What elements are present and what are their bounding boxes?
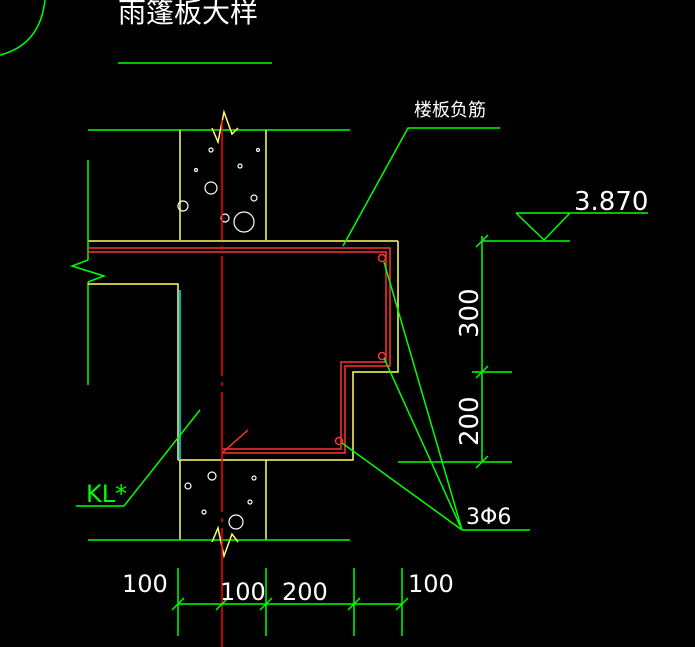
slab-rebar-leader: [342, 127, 500, 247]
stirrup-label: 3Φ6: [466, 505, 511, 530]
dim-300: 300: [455, 288, 485, 338]
beam-leader: [76, 409, 201, 507]
elevation-marker: [482, 212, 648, 242]
drawing-title: 雨篷板大样: [118, 0, 258, 29]
upper-wall: [88, 109, 350, 240]
slab-outline: [69, 160, 398, 385]
dim-100-left: 100: [122, 570, 168, 598]
beam-label: KL*: [86, 480, 127, 508]
slab-rebar-label: 楼板负筋: [414, 100, 486, 121]
dim-200-vertical: 200: [455, 396, 485, 446]
horizontal-dimension: [171, 568, 409, 636]
rebar-bars: [334, 253, 387, 446]
stirrup-leaders: [341, 261, 530, 531]
beam-section-outline: [88, 241, 399, 461]
arc-fragment: [0, 0, 46, 56]
rebar-cage: [88, 247, 391, 454]
dim-200-horizontal: 200: [282, 578, 328, 606]
dim-100-center: 100: [220, 578, 266, 606]
lower-wall: [88, 460, 350, 559]
elevation-label: 3.870: [574, 187, 648, 217]
dim-100-right: 100: [408, 570, 454, 598]
vertical-dimension: [398, 234, 512, 469]
